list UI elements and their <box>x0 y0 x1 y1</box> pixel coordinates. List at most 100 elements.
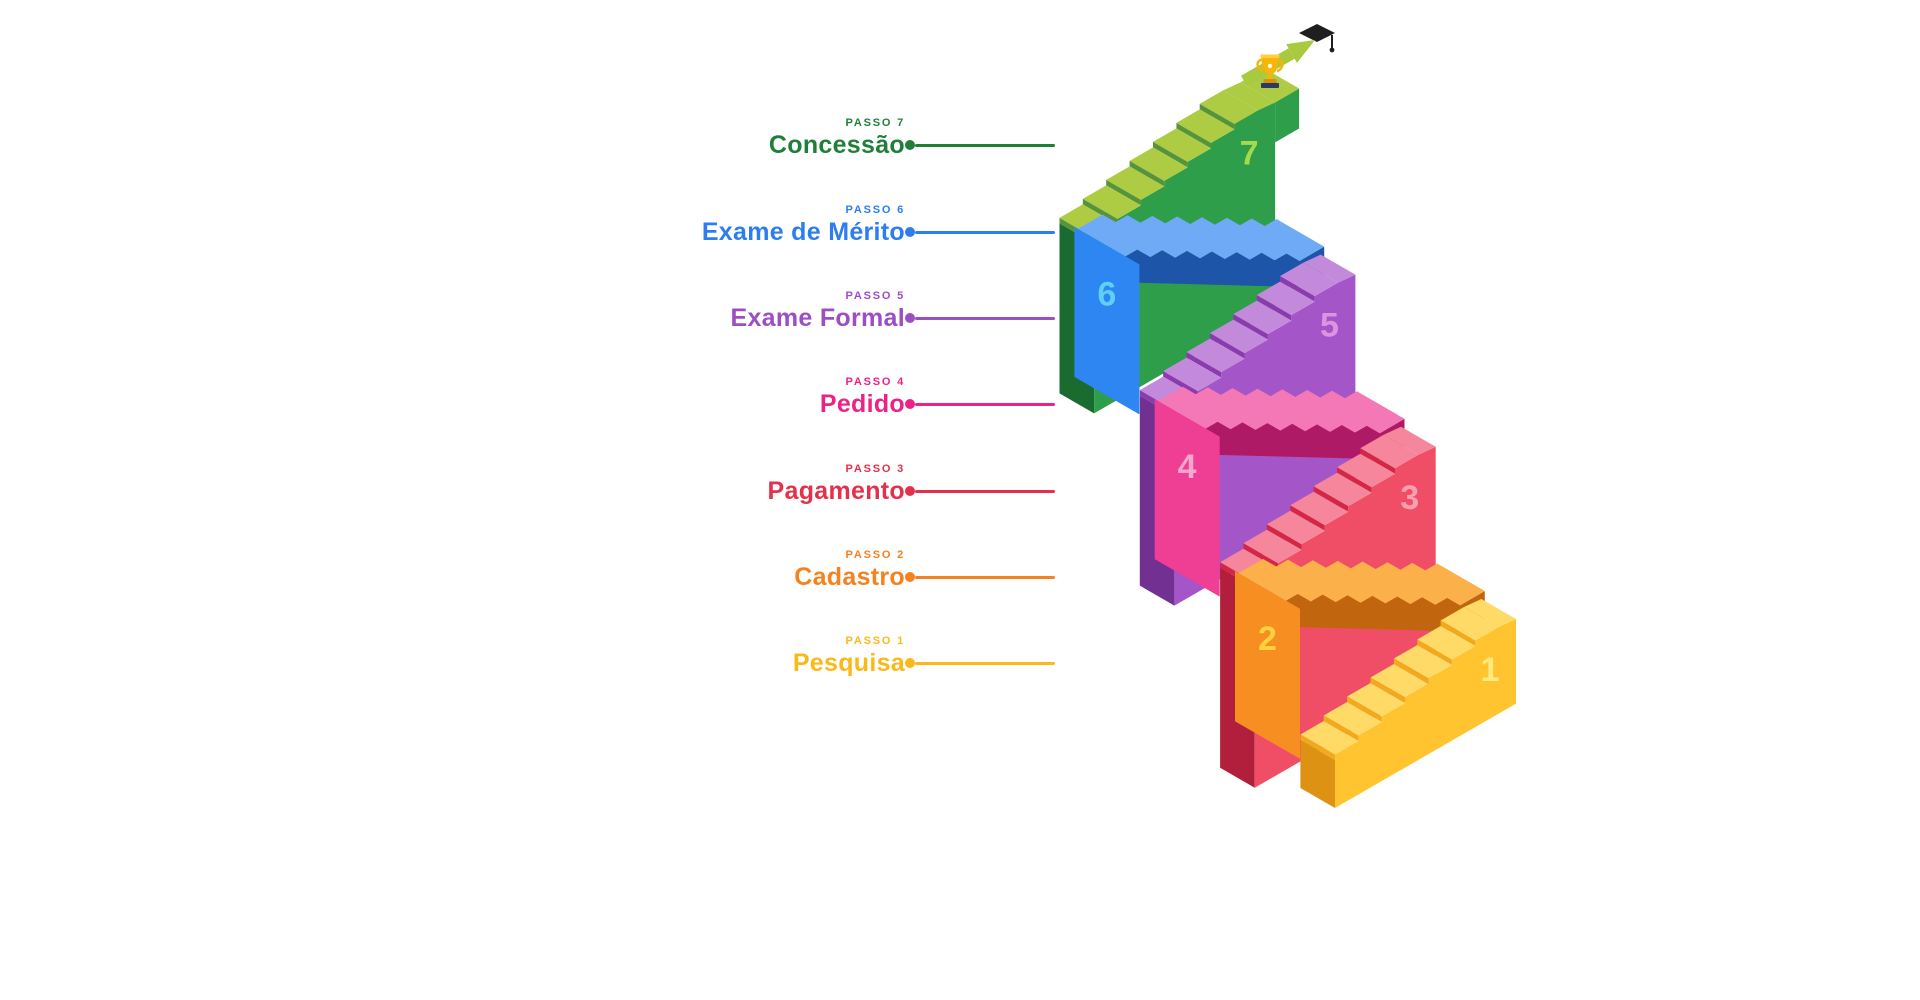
stair-riser <box>1360 448 1395 474</box>
stair-tread <box>1238 559 1311 601</box>
stair-tread <box>1300 721 1359 755</box>
tier-number: 2 <box>1258 620 1277 658</box>
stair-tread <box>1199 90 1258 124</box>
trophy-star <box>1267 63 1273 69</box>
stair-riser <box>1186 352 1222 378</box>
step-row-2: PASSO 2 Cadastro <box>555 548 1055 608</box>
tier-number: 5 <box>1320 307 1339 345</box>
stair-tread <box>1209 319 1268 354</box>
stair-tread <box>1186 338 1245 373</box>
stair-tread <box>1347 683 1406 717</box>
step-row-6: PASSO 6 Exame de Mérito <box>555 203 1055 263</box>
stair-tread <box>1266 510 1325 545</box>
stair-tread <box>1233 300 1292 335</box>
stair-riser <box>1417 639 1452 665</box>
cap-tassel-end <box>1329 47 1335 53</box>
step-passo-label: PASSO 1 <box>845 635 905 647</box>
tier-number: 4 <box>1178 448 1197 486</box>
stair-landing <box>1223 82 1276 111</box>
stair-riser <box>1337 467 1372 493</box>
stair-tread <box>1243 529 1302 564</box>
stair-riser <box>1280 276 1315 302</box>
tier-number: 3 <box>1400 479 1419 517</box>
step-passo-label: PASSO 4 <box>845 376 905 388</box>
step-name-label: Pedido <box>819 390 905 418</box>
stair-tread <box>1077 214 1151 257</box>
stair-number-face <box>1154 399 1220 597</box>
trophy-handle-right <box>1276 58 1284 73</box>
step-passo-label: PASSO 6 <box>845 204 905 216</box>
stair-tread <box>1370 664 1429 698</box>
trophy-handle-left <box>1256 58 1264 73</box>
stair-riser <box>1323 715 1359 741</box>
stair-tier-4: 4 <box>1154 386 1405 597</box>
stair-riser <box>1440 620 1476 646</box>
step-text: PASSO 2 Cadastro <box>794 548 905 592</box>
stair-tier-2: 2 <box>1235 559 1485 759</box>
step-dot <box>905 572 915 582</box>
step-connector-line <box>915 143 1055 147</box>
graduate-cap-icon <box>1299 24 1335 53</box>
stair-tread <box>1082 185 1141 219</box>
stair-riser <box>1106 179 1141 206</box>
stair-riser <box>1347 696 1382 722</box>
step-connector-line <box>915 661 1055 665</box>
stair-tread <box>1280 262 1339 297</box>
stair-tread <box>1323 702 1382 736</box>
step-dot <box>905 486 915 496</box>
stair-tread <box>1393 645 1452 679</box>
stair-tread <box>1106 166 1165 200</box>
stair-tread <box>1153 128 1211 162</box>
stair-riser <box>1209 333 1245 359</box>
stair-riser <box>1163 371 1198 397</box>
step-name-label: Concessão <box>768 131 905 159</box>
stair-riser <box>1300 734 1335 760</box>
stair-tread <box>1417 626 1476 660</box>
step-name-label: Exame Formal <box>730 304 905 332</box>
stair-tier-1: 1 <box>1300 599 1516 808</box>
step-text: PASSO 4 Pedido <box>820 375 905 419</box>
trophy-icon <box>1256 54 1284 88</box>
step-passo-label: PASSO 2 <box>845 549 905 561</box>
trophy-rim <box>1260 54 1280 58</box>
stair-tread <box>1360 434 1419 469</box>
step-name-label: Cadastro <box>794 563 905 591</box>
step-connector-line <box>915 402 1055 406</box>
tier-number: 6 <box>1097 276 1116 314</box>
stair-riser <box>1313 486 1349 512</box>
summit-platform-side <box>1275 88 1300 143</box>
stair-riser <box>1370 677 1406 703</box>
tier-number: 7 <box>1240 134 1259 172</box>
stair-tread <box>1158 386 1231 429</box>
stair-riser <box>1129 160 1165 187</box>
stair-riser <box>1176 122 1211 149</box>
step-dot <box>905 313 915 323</box>
step-connector-line <box>915 316 1055 320</box>
stair-tread <box>1129 147 1188 181</box>
stair-tread <box>1440 607 1499 641</box>
step-connector-line <box>915 575 1055 579</box>
step-name-label: Pagamento <box>767 477 905 505</box>
step-passo-label: PASSO 7 <box>845 117 905 129</box>
stair-riser <box>1082 198 1118 225</box>
stair-number-face <box>1235 571 1300 759</box>
step-text: PASSO 6 Exame de Mérito <box>702 203 905 247</box>
stair-end-shadow <box>1300 740 1335 808</box>
stair-number-face <box>1074 226 1140 415</box>
stair-number-face <box>1335 619 1516 808</box>
arrow-head <box>1286 40 1315 63</box>
stair-riser <box>1393 658 1429 684</box>
step-connector-line <box>915 230 1055 234</box>
step-name-label: Exame de Mérito <box>701 218 905 246</box>
stair-tier-6: 6 <box>1074 214 1325 415</box>
stair-landing <box>1383 426 1436 455</box>
trophy-base-mid <box>1263 79 1277 83</box>
step-text: PASSO 7 Concessão <box>769 116 905 160</box>
